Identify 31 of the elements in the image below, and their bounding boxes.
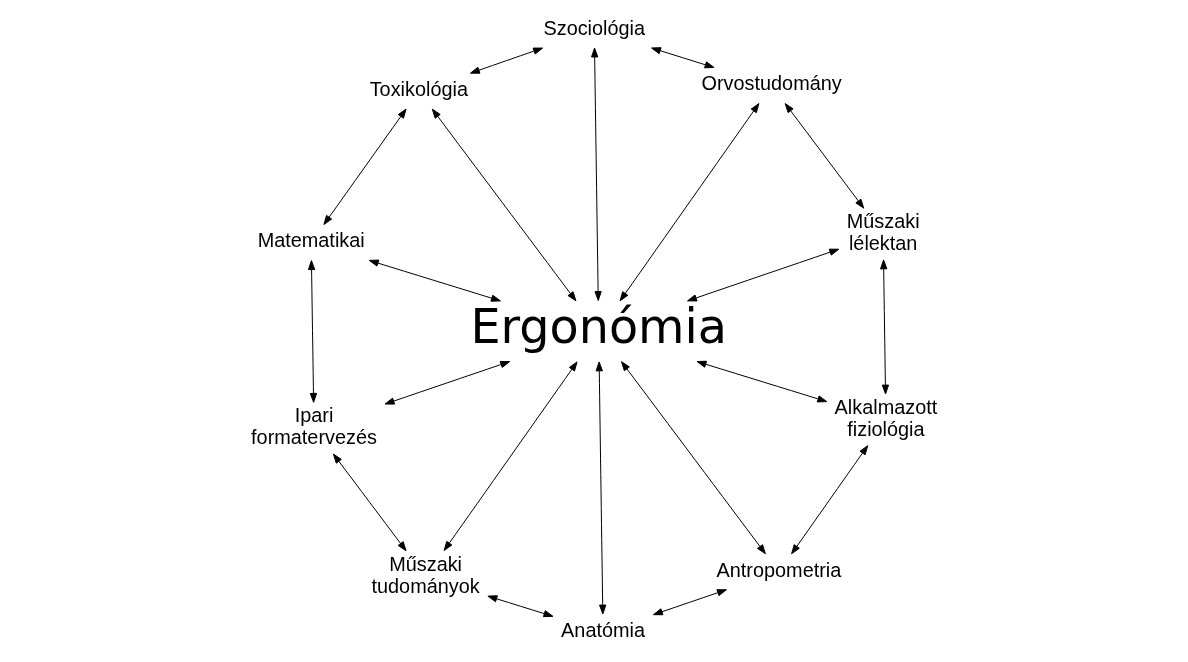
arrow bbox=[696, 360, 828, 403]
arrow bbox=[323, 108, 407, 226]
arrow bbox=[431, 108, 577, 302]
arrow bbox=[621, 361, 766, 555]
arrow bbox=[443, 361, 578, 551]
arrow bbox=[687, 248, 840, 302]
node-text: Toxikológia bbox=[369, 78, 468, 101]
arrow bbox=[384, 361, 511, 405]
arrow bbox=[487, 595, 554, 618]
arrow bbox=[332, 453, 407, 552]
arrow bbox=[784, 103, 865, 209]
node-text: Műszaki tudományok bbox=[371, 552, 480, 597]
arrow bbox=[307, 260, 318, 403]
node-text: Ergonómia bbox=[470, 299, 727, 355]
arrow bbox=[652, 589, 727, 616]
arrow bbox=[651, 47, 715, 69]
node-text: Alkalmazott fiziológia bbox=[834, 395, 938, 440]
node-text: Anatómia bbox=[561, 618, 646, 641]
node-text: Műszaki lélektan bbox=[846, 210, 920, 254]
arrow bbox=[791, 445, 869, 555]
node-text: Matematikai bbox=[257, 229, 365, 252]
arrow bbox=[880, 259, 890, 395]
arrow bbox=[619, 103, 760, 302]
arrow bbox=[368, 259, 501, 302]
node-text: Orvostudomány bbox=[701, 72, 842, 95]
node-text: Ipari formatervezés bbox=[251, 404, 377, 449]
arrow bbox=[591, 47, 602, 301]
node-text: Szociológia bbox=[543, 17, 646, 40]
arrow bbox=[595, 361, 607, 615]
node-text: Antropometria bbox=[716, 558, 842, 581]
arrow bbox=[469, 47, 544, 74]
